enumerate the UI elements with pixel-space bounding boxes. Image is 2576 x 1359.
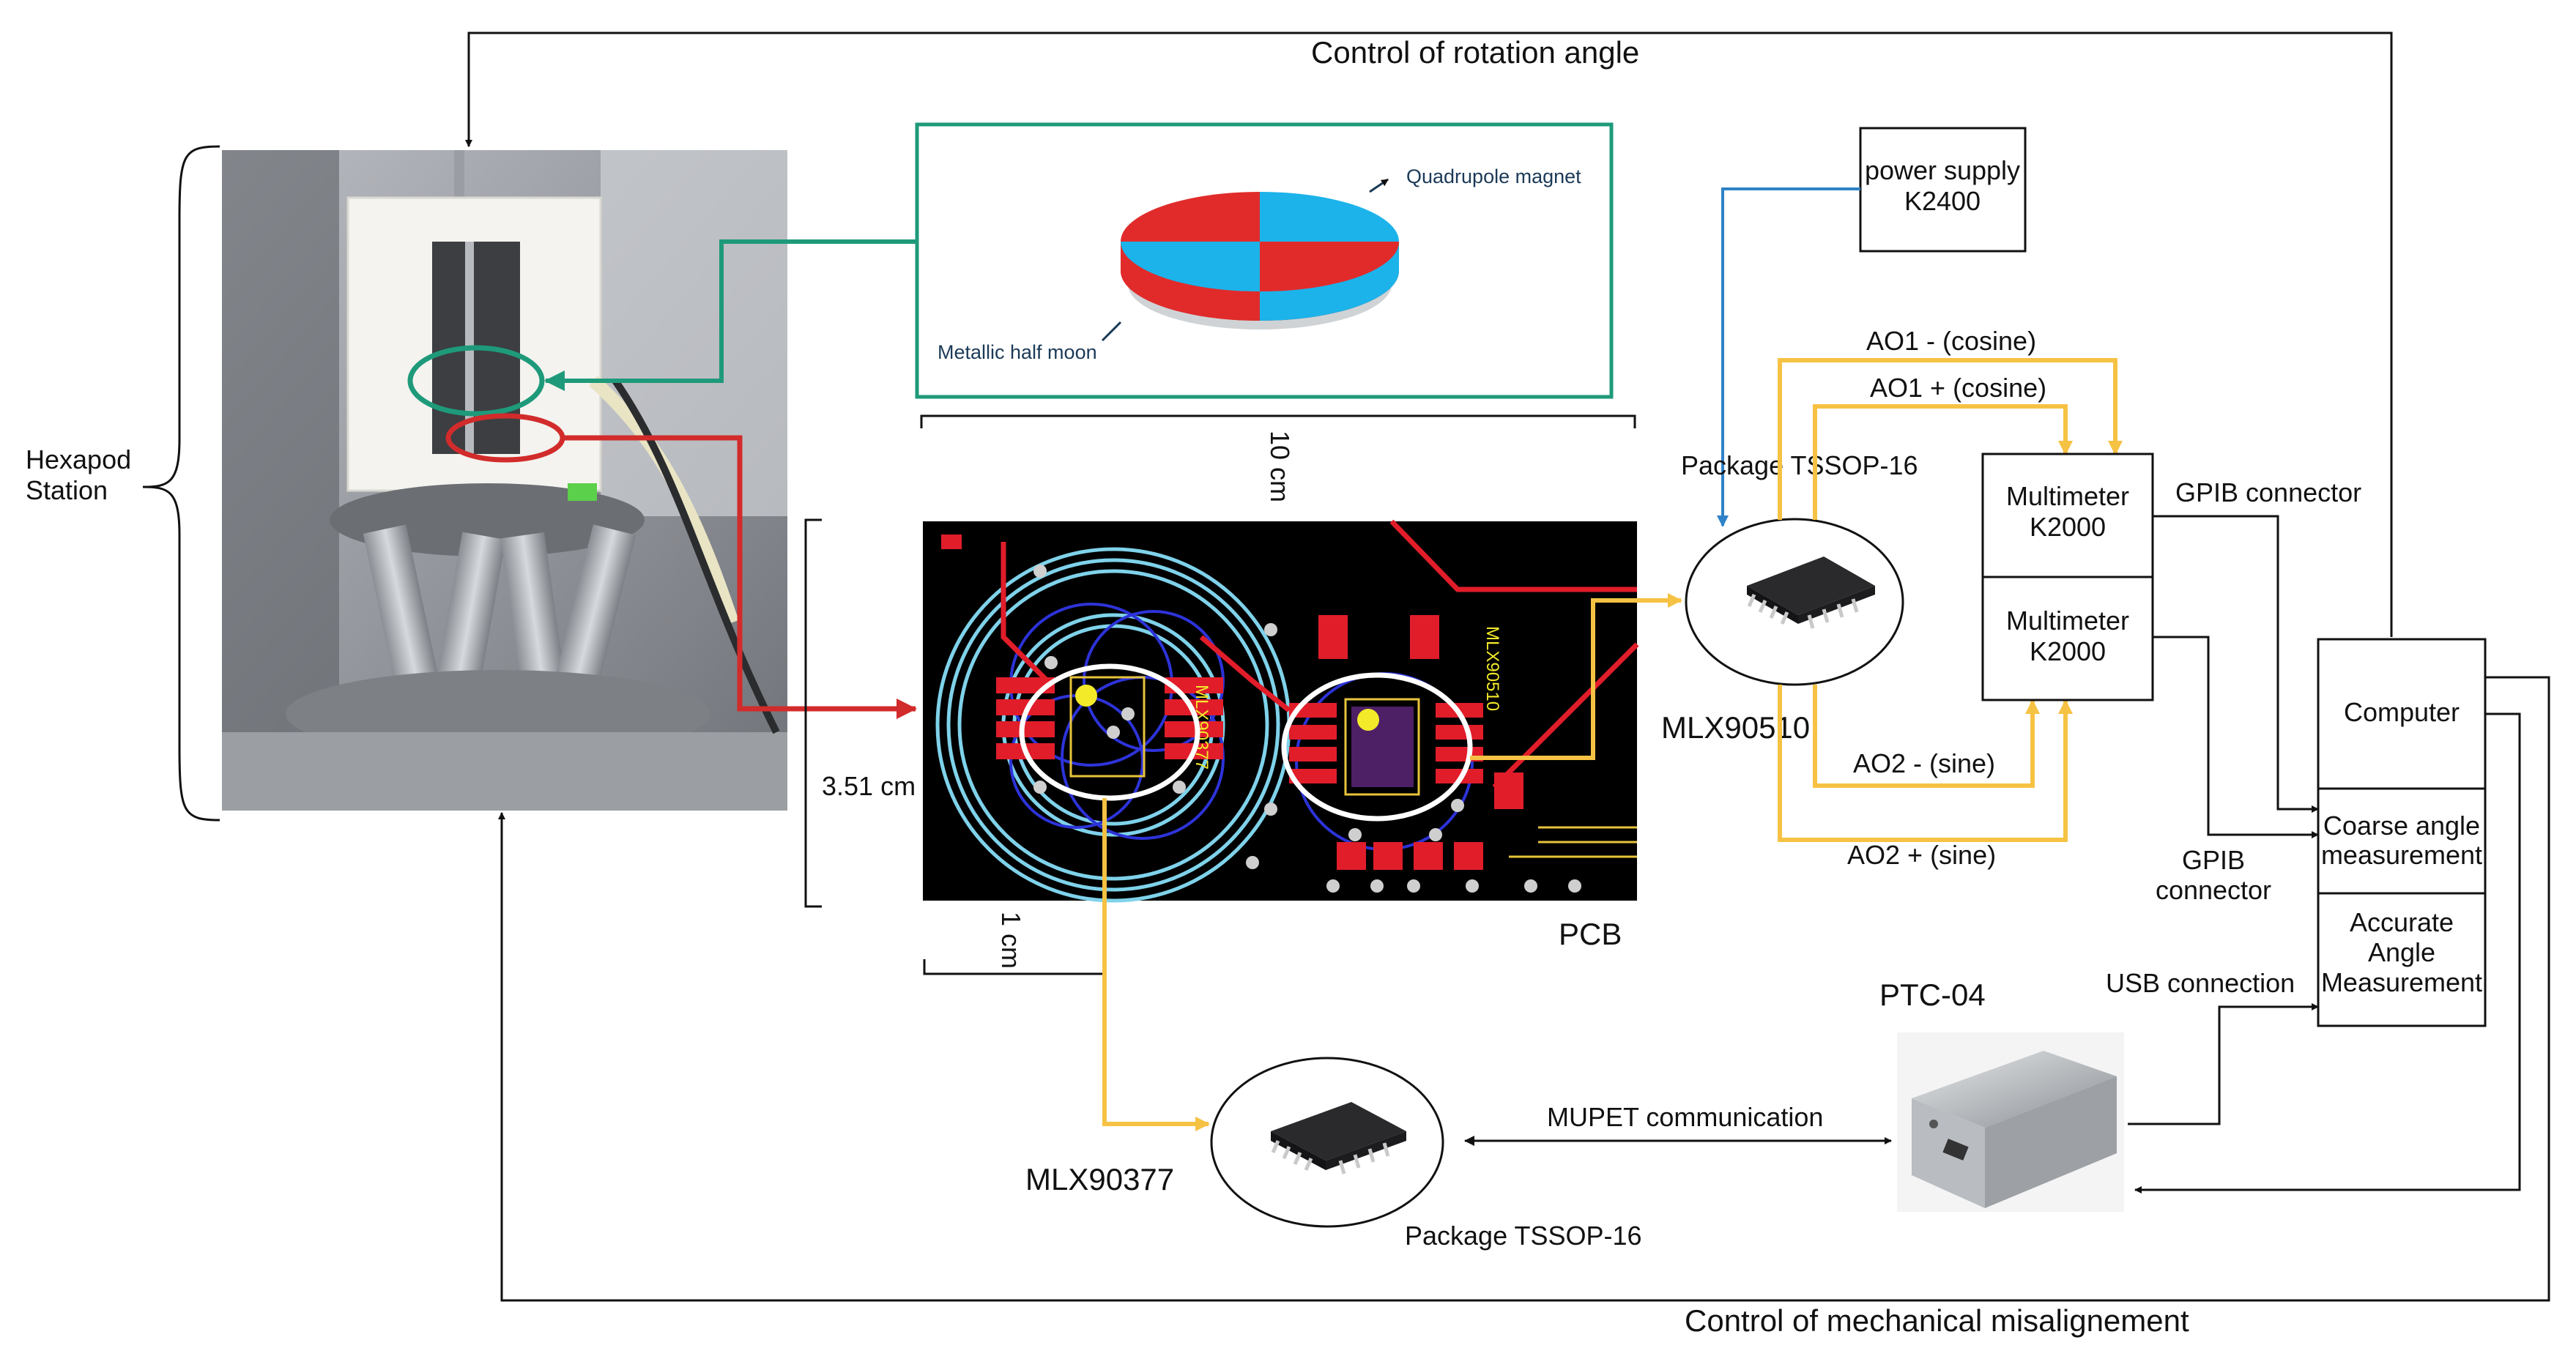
gpib-line-2 [2153, 636, 2319, 838]
ao2-minus-label: AO2 - (sine) [1853, 748, 1995, 778]
usb-label: USB connection [2106, 968, 2295, 998]
computer-to-ptc-line [2134, 712, 2521, 1194]
multimeter-1-line1: Multimeter [2006, 481, 2129, 511]
height-dimension-label: 3.51 cm [822, 771, 916, 801]
gpib-line-1 [2153, 515, 2319, 813]
half-moon-pointer [1101, 321, 1122, 342]
rotation-control-label: Control of rotation angle [1311, 35, 1639, 70]
pcb-sensor-circle-left [1019, 663, 1200, 801]
magnet-link-arrow [544, 239, 917, 391]
ao2-plus-line [1778, 685, 2073, 842]
multimeter-2-line1: Multimeter [2006, 606, 2129, 636]
quadrupole-magnet-illustration [1121, 192, 1399, 329]
ao1-minus-label: AO1 - (cosine) [1866, 326, 2036, 356]
multimeter-2-line2: K2000 [2030, 636, 2106, 666]
pcb-sensor-circle-right [1281, 672, 1473, 822]
width-dimension-label: 10 cm [1265, 431, 1295, 502]
mlx90377-label: MLX90377 [1025, 1162, 1174, 1196]
width-dimension [920, 414, 1636, 428]
mlx90510-label: MLX90510 [1661, 710, 1810, 745]
ao1-plus-line [1813, 404, 2073, 520]
mlx90377-chip-icon [1271, 1102, 1406, 1174]
mlx90510-chip-icon [1747, 556, 1875, 629]
half-moon-label: Metallic half moon [938, 341, 1097, 363]
gpib-top-label: GPIB connector [2175, 477, 2361, 507]
pcb-chip1-label: MLX90510 [1482, 626, 1502, 711]
quadrupole-pointer [1369, 178, 1389, 193]
pcb-link-arrow [563, 435, 917, 719]
accurate-line1: Accurate [2350, 907, 2454, 937]
gpib-bottom-line1: GPIB [2182, 845, 2245, 875]
hexapod-label-line2: Station [26, 475, 108, 505]
multimeter-1-line2: K2000 [2030, 512, 2106, 542]
multimeter-1-box [1981, 453, 2154, 578]
ao1-plus-label: AO1 + (cosine) [1870, 373, 2046, 403]
accurate-line2: Angle [2368, 937, 2435, 967]
ptc04-device [1912, 1051, 2117, 1208]
pcb-label: PCB [1559, 917, 1622, 951]
scale-dimension-label: 1 cm [996, 912, 1026, 969]
multimeter-2-box [1981, 576, 2154, 701]
pcb-to-mlx90510-link [1470, 593, 1682, 760]
hexapod-photo [222, 150, 787, 811]
misalignment-control-label: Control of mechanical misalignement [1685, 1303, 2189, 1338]
coarse-line2: measurement [2321, 840, 2482, 870]
ao2-plus-label: AO2 + (sine) [1847, 840, 1996, 870]
power-supply-line1: power supply [1865, 155, 2020, 185]
hexapod-label-line1: Hexapod [26, 444, 131, 474]
height-dimension [804, 518, 822, 908]
coarse-line1: Coarse angle [2323, 811, 2480, 841]
mupet-label: MUPET communication [1547, 1102, 1823, 1132]
pcb-to-mlx90377-link [1102, 798, 1210, 1131]
gpib-bottom-line2: connector [2156, 875, 2271, 905]
rotation-control-line [465, 31, 2393, 637]
usb-line [2128, 1003, 2319, 1125]
ao1-minus-line [1778, 358, 2123, 520]
computer-title: Computer [2344, 697, 2460, 727]
package-top-label: Package TSSOP-16 [1681, 450, 1918, 480]
power-supply-box [1859, 127, 2027, 253]
misalignment-control-line [498, 676, 2550, 1302]
hexapod-brace [142, 145, 220, 822]
power-supply-line [1717, 187, 1860, 527]
pcb-layout: MLX90510 MLX90377 [923, 519, 1639, 903]
quadrupole-label: Quadrupole magnet [1406, 165, 1581, 187]
ao2-minus-line [1813, 685, 2040, 788]
ptc04-label: PTC-04 [1879, 978, 1986, 1012]
power-supply-line2: K2400 [1904, 186, 1981, 216]
magnet-location-circle [407, 345, 545, 417]
package-bottom-label: Package TSSOP-16 [1405, 1221, 1642, 1251]
pcb-chip2-label: MLX90377 [1192, 685, 1211, 770]
computer-box [2317, 638, 2487, 1027]
accurate-line3: Measurement [2321, 967, 2482, 997]
